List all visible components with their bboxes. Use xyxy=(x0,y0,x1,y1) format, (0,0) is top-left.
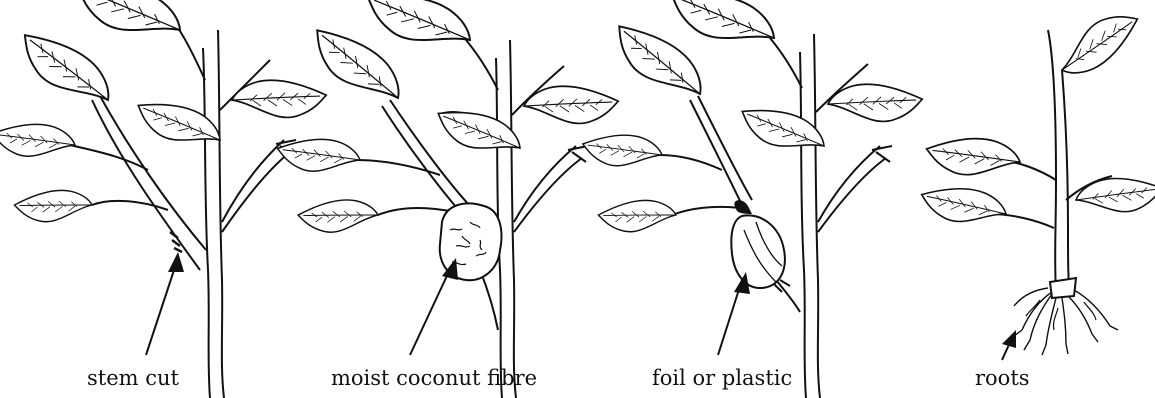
panel-coconut-fibre xyxy=(278,0,619,398)
label-roots: roots xyxy=(975,368,1030,389)
panel-roots xyxy=(922,0,1155,360)
panel-foil-plastic xyxy=(583,0,922,398)
panel-stem-cut xyxy=(0,0,326,398)
label-stem-cut: stem cut xyxy=(87,368,179,389)
label-foil-plastic: foil or plastic xyxy=(652,368,792,389)
label-coconut-fibre: moist coconut fibre xyxy=(331,368,537,389)
